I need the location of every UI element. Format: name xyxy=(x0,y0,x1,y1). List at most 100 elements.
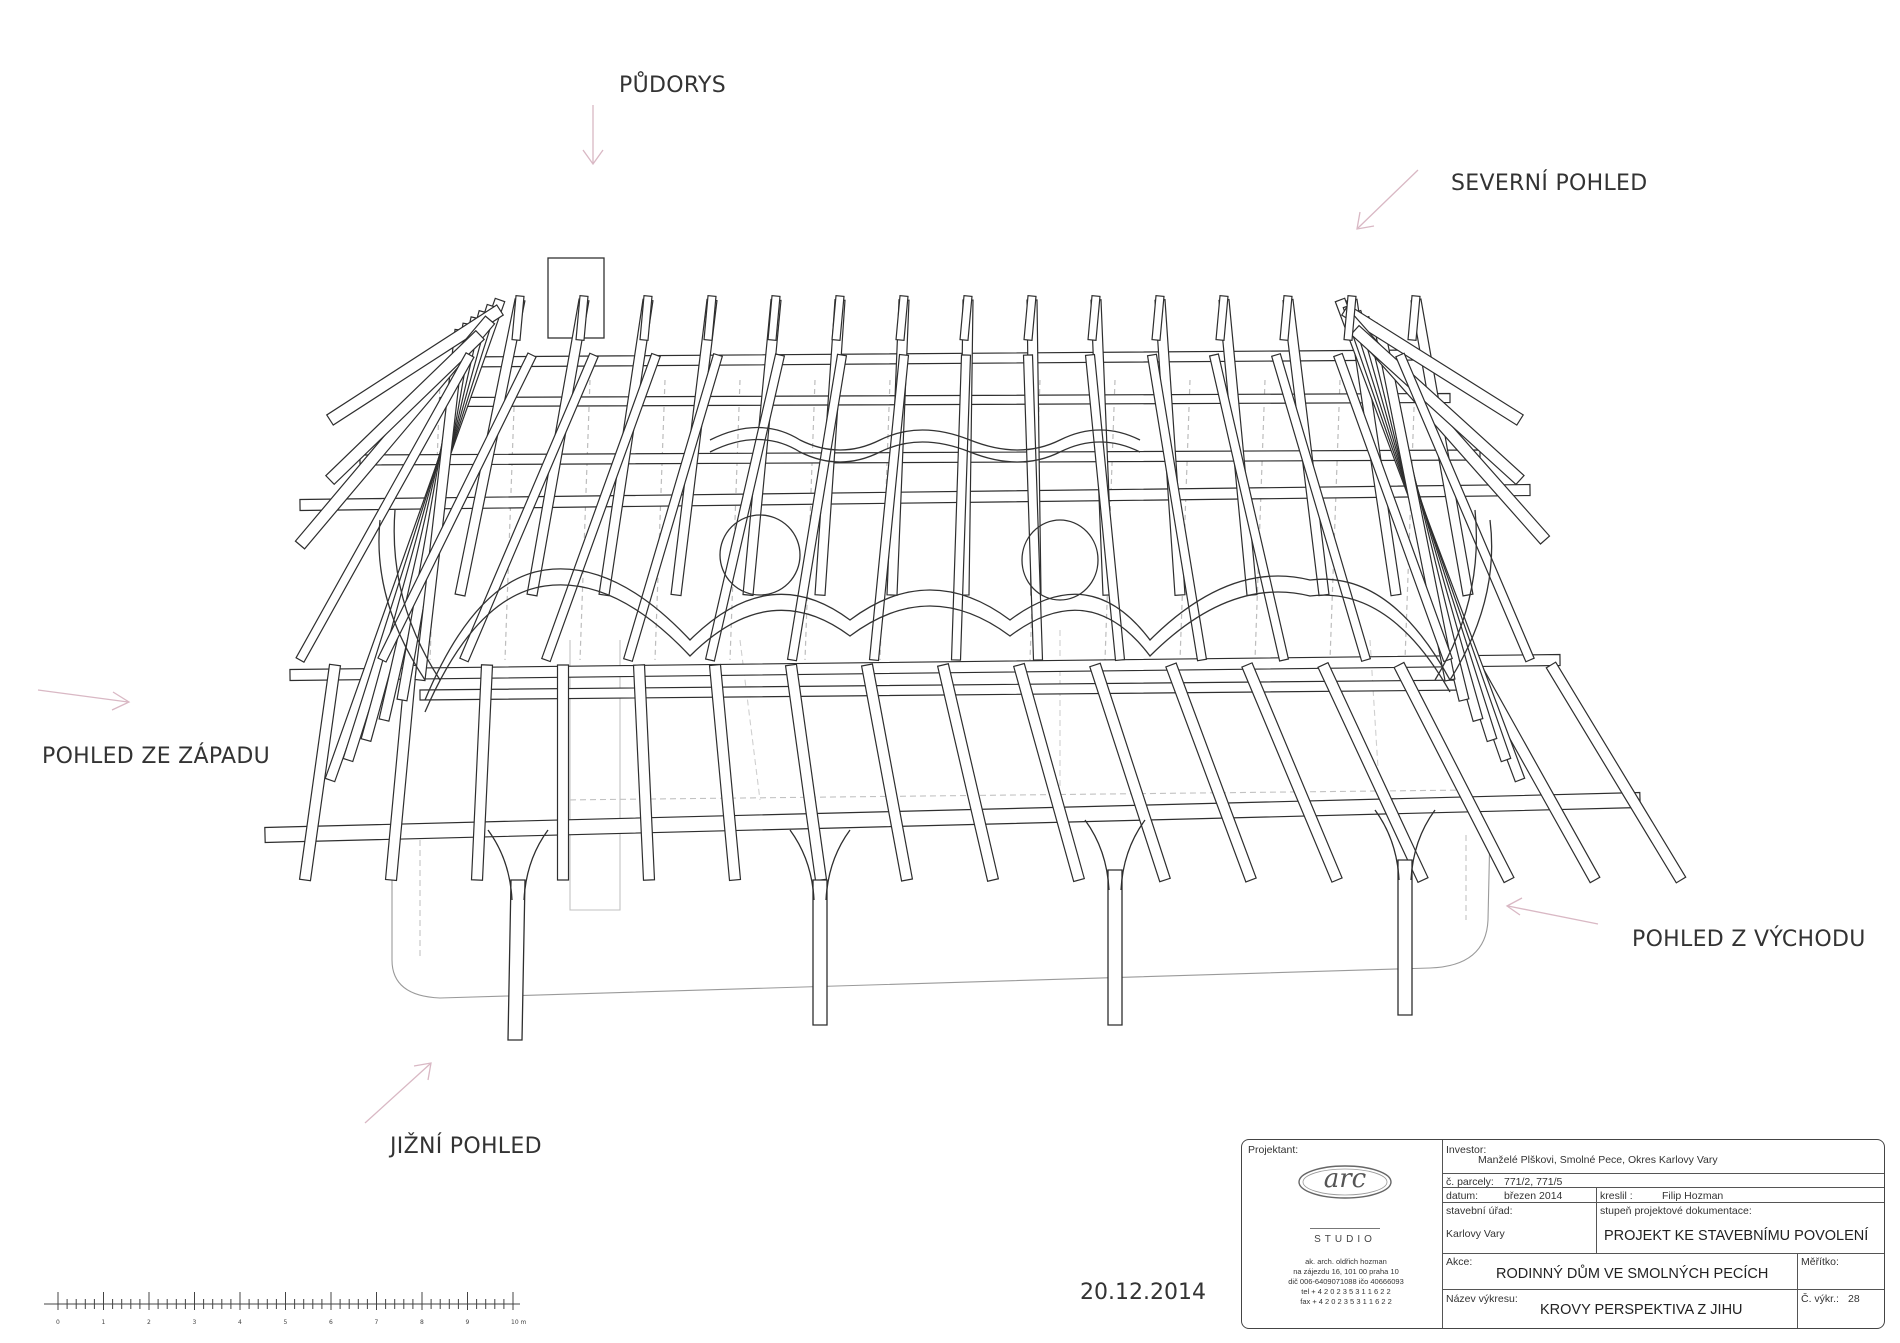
common-rafter xyxy=(1208,353,1290,662)
ridge-post xyxy=(1087,294,1101,342)
lower-rafter xyxy=(1165,662,1257,883)
arrow-west-icon xyxy=(37,689,131,711)
knee-brace xyxy=(825,829,851,901)
title-block: Projektant: arc STUDIO ak. arch. oldřich… xyxy=(1241,1139,1885,1329)
arrow-north-icon xyxy=(1356,169,1419,230)
nazev-label: Název výkresu: xyxy=(1446,1293,1518,1305)
hip-beam-right xyxy=(1340,304,1525,426)
parcel-label: č. parcely: xyxy=(1446,1176,1494,1188)
scale-tick-label: 8 xyxy=(420,1319,424,1326)
knee-brace xyxy=(1120,819,1146,891)
common-rafter xyxy=(1395,352,1535,663)
scale-tick-label: 2 xyxy=(147,1319,151,1326)
datum-label: datum: xyxy=(1446,1190,1479,1202)
label-west-view: POHLED ZE ZÁPADU xyxy=(42,744,271,769)
support-posts xyxy=(487,809,1436,1041)
lower-rafter xyxy=(936,663,1000,882)
common-rafter xyxy=(786,353,848,662)
common-rafter xyxy=(704,353,786,662)
parcel-value: 771/2, 771/5 xyxy=(1504,1176,1563,1188)
lower-rafter xyxy=(470,664,494,881)
knee-brace xyxy=(1374,809,1400,881)
meritko-label: Měřítko: xyxy=(1801,1256,1839,1268)
knee-brace xyxy=(1410,809,1436,881)
stupen-value: PROJEKT KE STAVEBNÍMU POVOLENÍ xyxy=(1604,1228,1869,1244)
scale-tick-label: 1 xyxy=(102,1319,106,1326)
common-rafter xyxy=(459,352,599,663)
lower-rafter xyxy=(632,664,656,881)
common-rafter xyxy=(622,352,724,663)
common-rafter xyxy=(1084,353,1126,662)
ridge-post xyxy=(1151,294,1165,342)
stupen-label: stupeň projektové dokumentace: xyxy=(1600,1205,1752,1217)
common-rafter xyxy=(1270,352,1372,663)
common-rafter xyxy=(1332,352,1454,663)
akce-value: RODINNÝ DŮM VE SMOLNÝCH PECÍCH xyxy=(1496,1266,1769,1282)
urad-label: stavební úřad: xyxy=(1446,1205,1513,1217)
investor-label: Investor: xyxy=(1446,1144,1487,1156)
lower-rafter xyxy=(1393,661,1515,884)
scale-tick-label: 6 xyxy=(329,1319,333,1326)
logo-name: arc xyxy=(1323,1164,1367,1194)
ridge-post xyxy=(639,294,653,342)
cislo-label: Č. výkr.: xyxy=(1801,1293,1839,1305)
support-post xyxy=(1107,869,1123,1026)
arrow-east-icon xyxy=(1505,897,1599,925)
kreslil-label: kreslil : xyxy=(1600,1190,1633,1202)
view-direction-arrows xyxy=(37,105,1599,1124)
knee-brace xyxy=(1084,819,1110,891)
scale-tick-label: 7 xyxy=(375,1319,379,1326)
common-rafter xyxy=(540,352,662,663)
label-north-view: SEVERNÍ POHLED xyxy=(1451,171,1648,196)
scale-bar xyxy=(44,1292,520,1310)
scale-tick-label: 9 xyxy=(466,1319,470,1326)
ridge-post xyxy=(703,294,717,342)
akce-label: Akce: xyxy=(1446,1256,1473,1268)
lower-rafter xyxy=(298,663,342,882)
ridge-post xyxy=(1215,294,1229,342)
ridge-post xyxy=(831,294,845,342)
lower-rafter xyxy=(1012,662,1086,883)
arrow-plan-icon xyxy=(582,105,604,166)
lower-rafter xyxy=(556,664,570,881)
arc-logo-icon xyxy=(1298,1165,1392,1199)
lower-rafter xyxy=(1317,661,1429,884)
ridge-post xyxy=(1023,294,1037,342)
ridge-post xyxy=(767,294,781,342)
purlin xyxy=(289,653,1561,682)
support-post xyxy=(1397,859,1413,1016)
investor-value: Manželé Plškovi, Smolné Pece, Okres Karl… xyxy=(1478,1154,1718,1166)
arrow-south-icon xyxy=(364,1062,432,1124)
label-east-view: POHLED Z VÝCHODU xyxy=(1632,927,1866,952)
ridge-post xyxy=(1407,294,1421,342)
truss-structure xyxy=(264,294,1687,884)
hip-beam-right xyxy=(1350,324,1525,486)
arc-studio-logo: arc STUDIO xyxy=(1290,1162,1400,1245)
scale-tick-label: 10 m xyxy=(511,1319,527,1326)
common-rafter xyxy=(950,354,972,661)
hip-beam-left xyxy=(324,329,486,486)
label-south-view: JIŽNÍ POHLED xyxy=(390,1134,542,1159)
support-post xyxy=(812,879,828,1026)
common-rafter xyxy=(1146,353,1208,662)
ridge-post xyxy=(1279,294,1293,342)
scale-tick-label: 3 xyxy=(193,1319,197,1326)
knee-brace xyxy=(789,829,815,901)
scale-tick-label: 5 xyxy=(284,1319,288,1326)
common-rafter xyxy=(1022,354,1044,661)
ridge-post xyxy=(511,294,525,342)
ridge-post xyxy=(575,294,589,342)
support-post xyxy=(507,879,526,1041)
lower-rafter xyxy=(784,663,828,882)
hip-beam-left xyxy=(325,304,505,426)
datum-value: březen 2014 xyxy=(1504,1190,1563,1202)
logo-sub: STUDIO xyxy=(1314,1234,1376,1245)
common-rafter xyxy=(295,351,475,664)
eyebrow-dormer-arches xyxy=(378,426,1493,713)
scale-tick-label: 4 xyxy=(238,1319,242,1326)
cislo-value: 28 xyxy=(1848,1293,1860,1305)
lower-rafter xyxy=(1089,662,1171,883)
nazev-value: KROVY PERSPEKTIVA Z JIHU xyxy=(1540,1302,1743,1318)
ridge-post xyxy=(1343,294,1357,342)
